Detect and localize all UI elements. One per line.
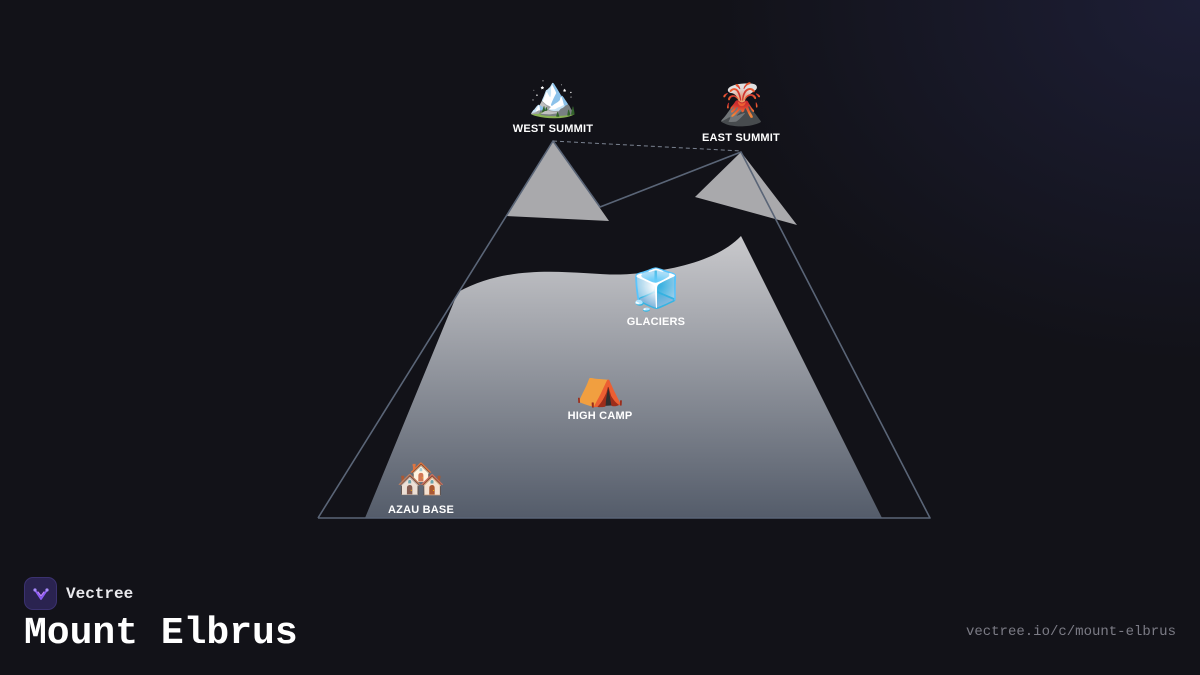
- vectree-logo-icon: [24, 577, 57, 610]
- node-high-camp: ⛺ HIGH CAMP: [568, 364, 633, 422]
- summit-connector: [552, 140, 742, 152]
- high-camp-label: HIGH CAMP: [568, 410, 633, 422]
- east-summit-label: EAST SUMMIT: [702, 132, 780, 144]
- page-url: vectree.io/c/mount-elbrus: [965, 624, 1176, 640]
- mountain-outline: [317, 140, 931, 519]
- ice-cube-icon: 🧊: [631, 266, 681, 313]
- mountain-slope: [365, 236, 882, 518]
- azau-base-label: AZAU BASE: [388, 504, 454, 516]
- volcano-icon: 🌋: [716, 81, 766, 127]
- west-peak: [506, 141, 609, 221]
- node-azau-base: 🏘️ AZAU BASE: [388, 457, 454, 516]
- tent-icon: ⛺: [575, 364, 625, 408]
- snow-capped-mountain-icon: 🏔️: [528, 75, 578, 119]
- node-glaciers: 🧊 GLACIERS: [627, 266, 685, 328]
- east-peak: [695, 152, 797, 225]
- node-west-summit: 🏔️ WEST SUMMIT: [513, 75, 593, 135]
- glaciers-label: GLACIERS: [627, 316, 685, 328]
- brand: Vectree: [24, 577, 133, 610]
- houses-icon: 🏘️: [396, 457, 446, 501]
- brand-name: Vectree: [66, 584, 134, 603]
- west-summit-label: WEST SUMMIT: [513, 123, 593, 135]
- page-title: Mount Elbrus: [24, 612, 298, 655]
- node-east-summit: 🌋 EAST SUMMIT: [702, 81, 780, 144]
